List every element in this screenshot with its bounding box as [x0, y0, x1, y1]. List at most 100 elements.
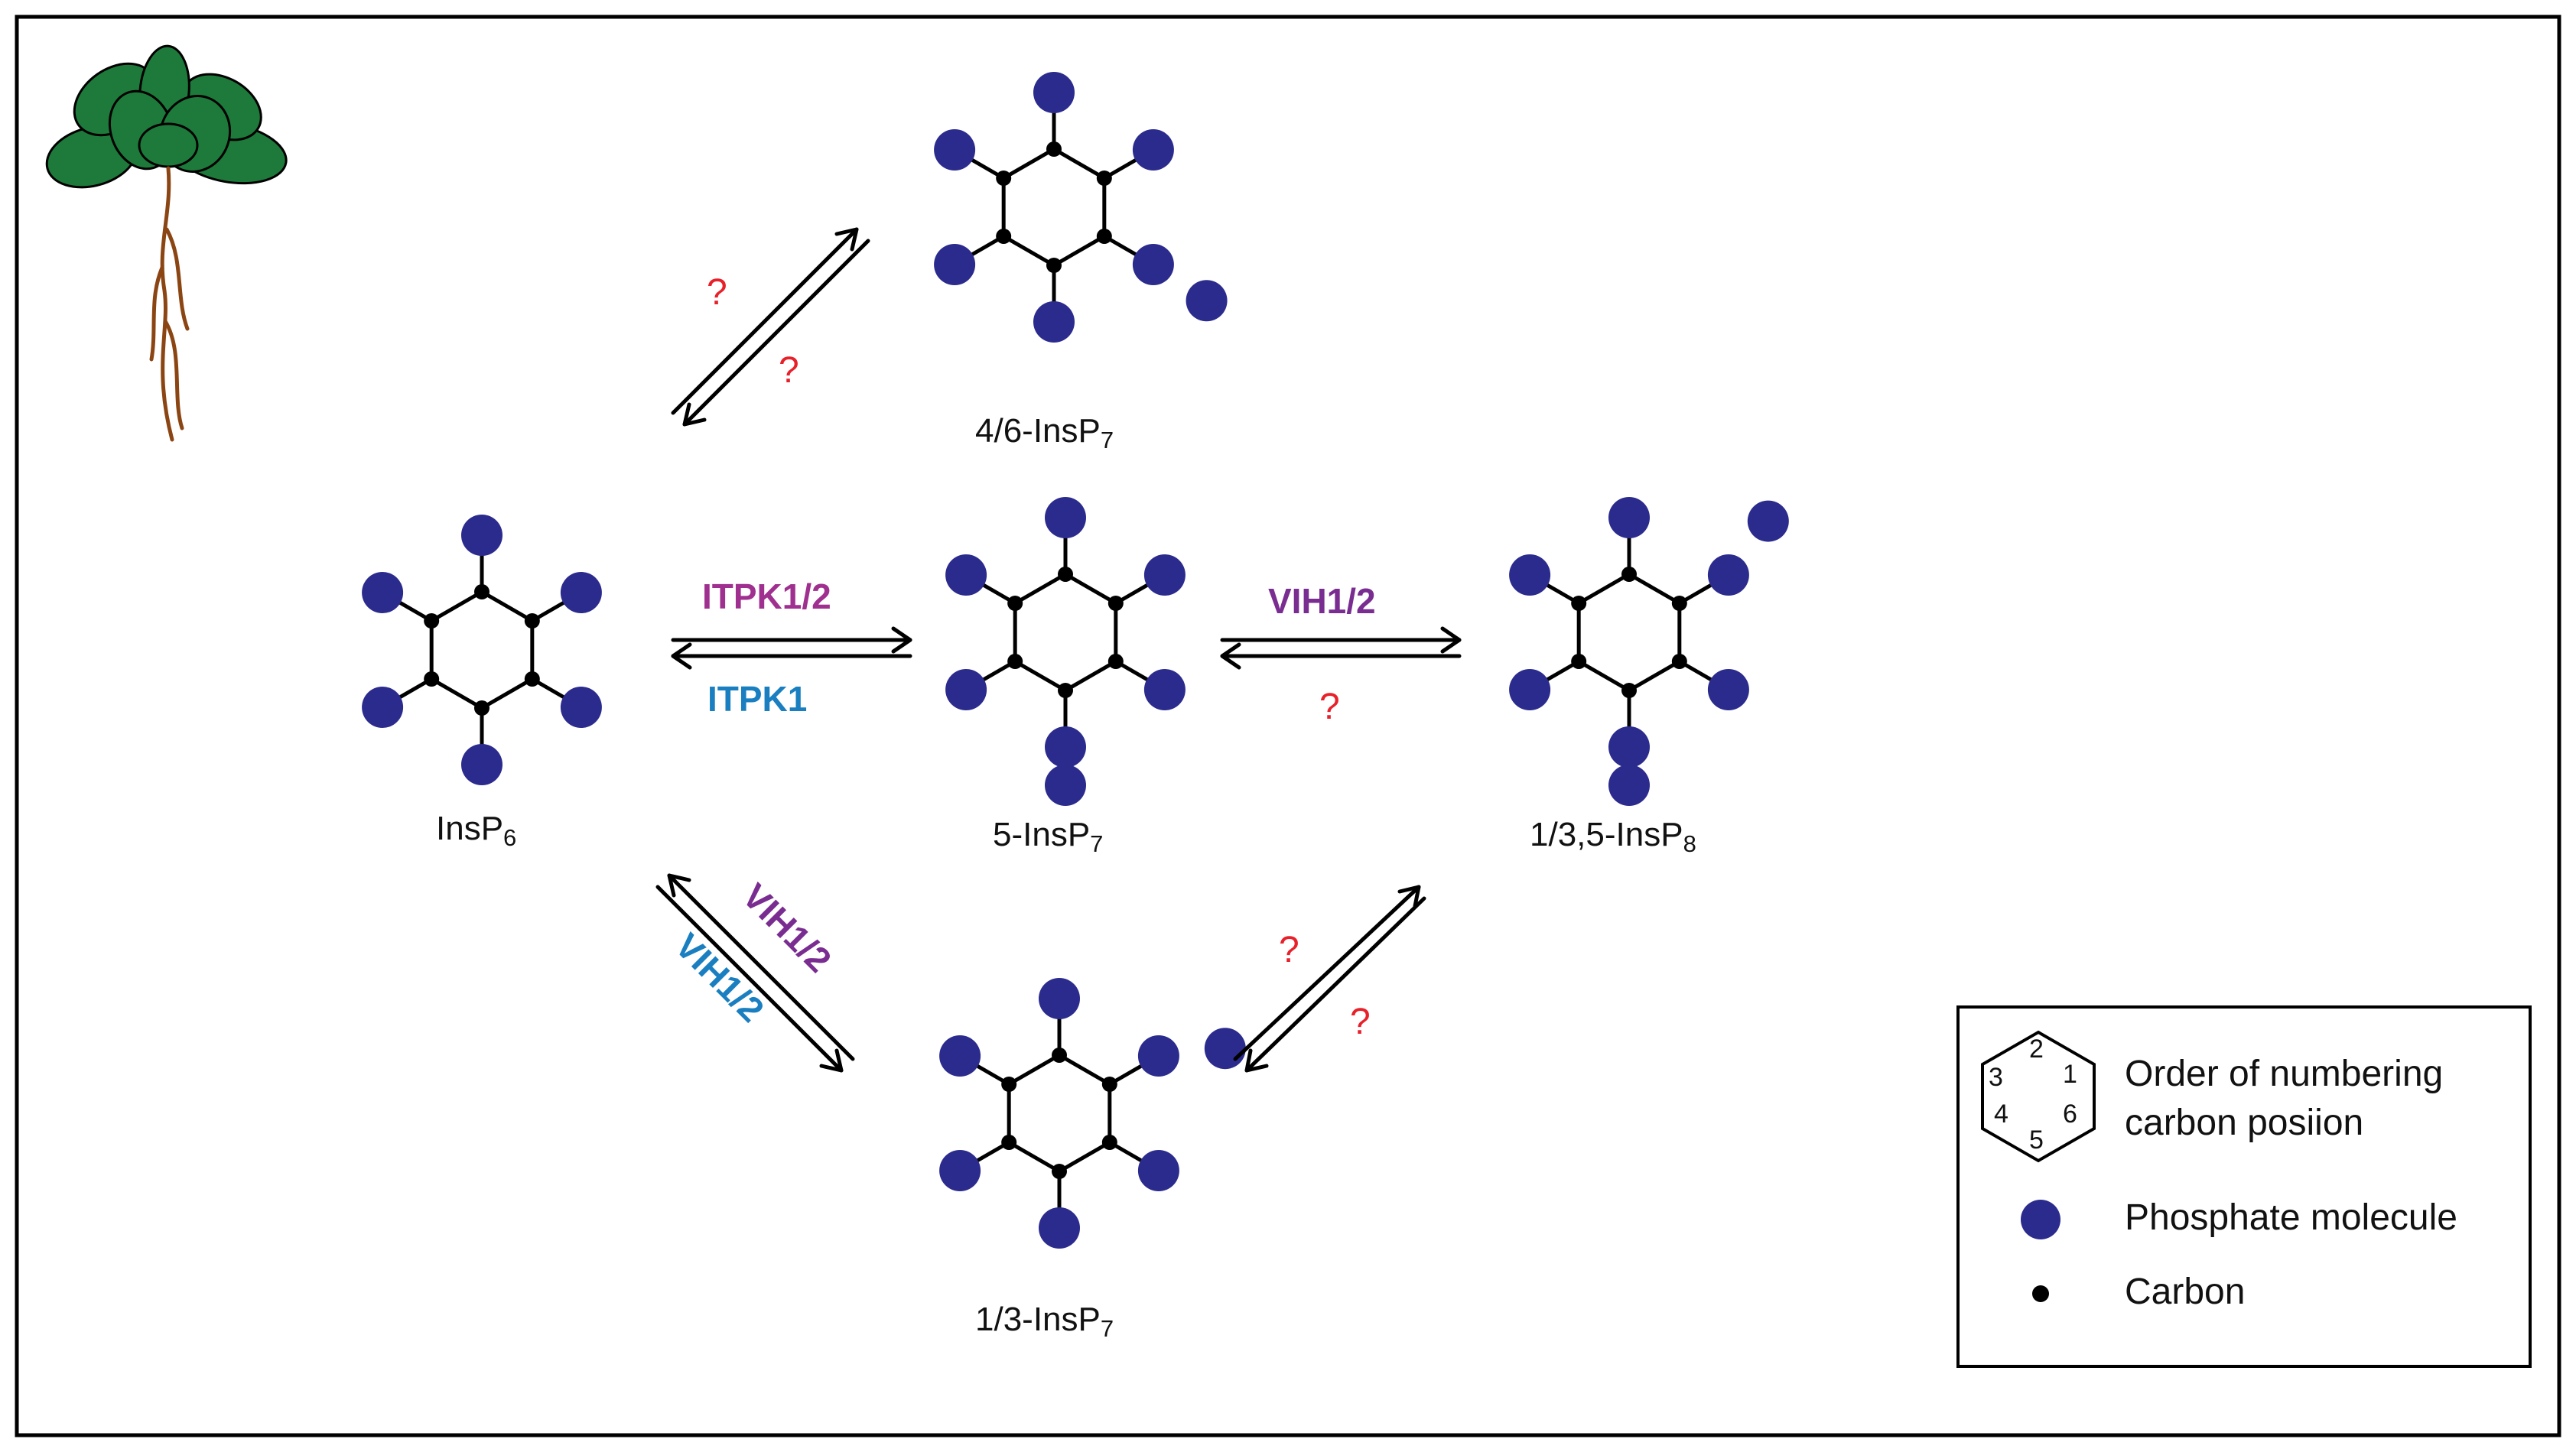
insp7-4-6-carbon — [1096, 229, 1112, 244]
insp8-carbon — [1571, 596, 1587, 611]
arrow-insp6-to-5insp7 — [671, 626, 912, 670]
insp7-4-6-molecule — [934, 72, 1228, 343]
insp7-5-phosphate — [1045, 726, 1086, 768]
insp8-ring — [1576, 572, 1682, 693]
insp8-carbon — [1621, 567, 1637, 582]
insp7-4-6-carbon — [1046, 258, 1062, 273]
insp7-4-6-carbon — [1046, 141, 1062, 157]
insp7-1-3-carbon — [1052, 1048, 1067, 1063]
insp8-label: 1/3,5-InsP8 — [1530, 816, 1696, 857]
unknown-enzyme-q1: ? — [707, 272, 727, 313]
insp8-phosphate — [1608, 497, 1650, 538]
plant-icon — [45, 44, 288, 442]
insp7-4-6-phosphate — [1033, 72, 1075, 113]
unknown-enzyme-q2: ? — [779, 350, 799, 391]
insp7-5-phosphate — [945, 669, 987, 710]
insp8-phosphate — [1509, 554, 1551, 596]
outer-frame — [15, 15, 2561, 1437]
arrow-insp6-to-13insp7 — [655, 873, 855, 1073]
insp7-4-6-phosphate — [1132, 129, 1174, 171]
insp7-1-3-molecule — [939, 978, 1246, 1249]
insp8-phosphate — [1707, 669, 1749, 710]
insp7-5-carbon — [1058, 567, 1073, 582]
insp7-1-3-pyrophosphate — [1204, 1028, 1246, 1070]
insp6-molecule — [362, 515, 602, 785]
insp7-5-carbon — [1107, 654, 1124, 669]
insp8-pyrophosphate — [1608, 765, 1650, 806]
phosphate-legend-icon — [2021, 1200, 2060, 1239]
insp7-5-carbon — [1007, 596, 1023, 611]
insp7-1-3-ring — [1007, 1053, 1112, 1174]
legend-number-1: 1 — [2063, 1060, 2077, 1089]
enzyme-itpk1: ITPK1 — [707, 679, 807, 719]
insp7-5-label: 5-InsP7 — [993, 816, 1103, 857]
insp6-carbon — [474, 584, 490, 599]
insp7-1-3-phosphate — [1137, 1150, 1179, 1191]
insp6-carbon — [424, 671, 440, 687]
insp7-4-6-carbon — [996, 229, 1012, 244]
insp7-1-3-carbon — [1101, 1135, 1117, 1150]
insp7-1-3-carbon — [1101, 1077, 1117, 1092]
insp7-5-carbon — [1058, 683, 1073, 698]
insp6-phosphate — [560, 572, 602, 613]
insp7-5-molecule — [945, 497, 1186, 806]
insp7-4-6-phosphate — [934, 129, 976, 171]
insp8-pyrophosphate — [1747, 500, 1789, 542]
insp7-4-6-label: 4/6-InsP7 — [975, 412, 1114, 453]
legend-number-2: 2 — [2029, 1035, 2044, 1064]
insp7-5-carbon — [1007, 654, 1023, 669]
insp7-5-phosphate — [1143, 669, 1186, 710]
enzyme-itpk1-2: ITPK1/2 — [702, 577, 831, 616]
insp7-5-ring — [1013, 572, 1118, 693]
insp6-carbon — [474, 700, 490, 716]
insp7-5-phosphate — [1143, 554, 1186, 596]
legend-box — [1956, 1005, 2532, 1368]
numbering-hexagon-icon — [1981, 1030, 2096, 1163]
legend-number-4: 4 — [1994, 1100, 2008, 1129]
unknown-enzymes: ? ? ? ? ? — [707, 272, 1371, 1042]
insp6-phosphate — [362, 572, 404, 613]
insp8-carbon — [1671, 596, 1687, 611]
insp6-phosphate — [461, 515, 503, 556]
carbon-legend-icon — [2032, 1285, 2049, 1302]
legend: 2 1 6 5 4 3 Order of numbering carbon po… — [1956, 1005, 2532, 1368]
insp6-phosphate — [362, 687, 404, 728]
reaction-arrows — [655, 227, 1462, 1073]
arrow-13insp7-to-insp8 — [1233, 885, 1426, 1073]
insp8-phosphate — [1608, 726, 1650, 768]
insp7-1-3-phosphate — [939, 1150, 981, 1191]
insp7-4-6-pyrophosphate — [1186, 280, 1228, 322]
unknown-enzyme-q5: ? — [1350, 1002, 1371, 1042]
legend-number-3: 3 — [1989, 1063, 2003, 1092]
insp7-1-3-phosphate — [1039, 978, 1080, 1019]
enzyme-vih1-2-diagonal-forward: VIH1/2 — [735, 875, 839, 979]
arrow-5insp7-to-insp8 — [1220, 626, 1462, 670]
insp7-1-3-carbon — [1052, 1164, 1067, 1179]
insp7-4-6-carbon — [1096, 171, 1112, 186]
insp6-carbon — [524, 613, 540, 629]
insp7-5-phosphate — [945, 554, 987, 596]
unknown-enzyme-q3: ? — [1319, 687, 1340, 727]
insp8-carbon — [1621, 683, 1637, 698]
insp6-carbon — [424, 613, 440, 629]
insp7-4-6-phosphate — [934, 244, 976, 285]
legend-order-line1: Order of numbering — [2125, 1054, 2443, 1094]
insp8-phosphate — [1509, 669, 1551, 710]
insp7-1-3-phosphate — [1039, 1207, 1080, 1249]
insp7-4-6-phosphate — [1033, 301, 1075, 343]
insp6-carbon — [524, 671, 540, 687]
insp7-5-carbon — [1107, 596, 1124, 611]
insp7-5-phosphate — [1045, 497, 1086, 538]
insp7-4-6-phosphate — [1132, 244, 1174, 285]
unknown-enzyme-q4: ? — [1279, 930, 1299, 970]
insp6-label: InsP6 — [436, 810, 516, 851]
insp8-carbon — [1671, 654, 1687, 669]
insp6-phosphate — [560, 687, 602, 728]
legend-number-6: 6 — [2063, 1100, 2077, 1129]
insp7-4-6-carbon — [996, 171, 1012, 186]
insp8-phosphate — [1707, 554, 1749, 596]
legend-carbon-label: Carbon — [2125, 1272, 2245, 1312]
legend-number-5: 5 — [2029, 1126, 2044, 1155]
insp7-1-3-phosphate — [1137, 1035, 1179, 1077]
